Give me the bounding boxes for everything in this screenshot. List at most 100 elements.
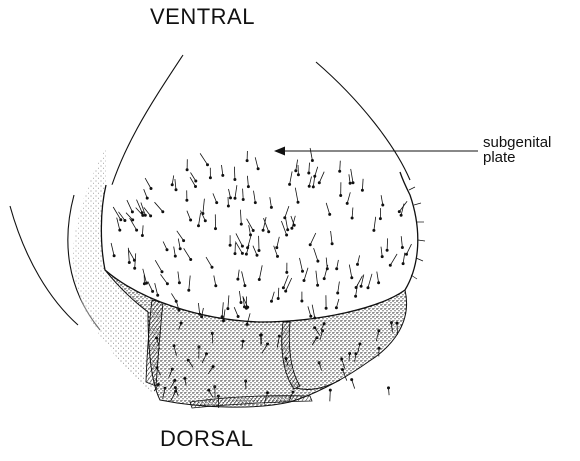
seta-socket: [119, 229, 121, 231]
seta-socket: [187, 359, 189, 361]
seta-socket: [152, 290, 154, 292]
seta-socket: [351, 277, 353, 279]
seta-socket: [247, 247, 249, 249]
seta-socket: [211, 266, 213, 268]
seta-socket: [178, 309, 180, 311]
seta-socket: [179, 248, 181, 250]
outline-far-left-1: [10, 206, 78, 325]
seta-socket: [222, 174, 224, 176]
seta-socket: [278, 335, 280, 337]
seta-socket: [120, 219, 122, 221]
seta-socket: [227, 205, 229, 207]
seta-socket: [136, 229, 138, 231]
seta-socket: [311, 159, 313, 161]
seta-socket: [156, 367, 158, 369]
seta-socket: [401, 246, 403, 248]
seta-socket: [318, 182, 320, 184]
seta-socket: [208, 389, 210, 391]
seta-socket: [241, 245, 243, 247]
seta-socket: [190, 219, 192, 221]
seta-socket: [308, 185, 310, 187]
seta-socket: [301, 270, 303, 272]
seta-socket: [214, 228, 216, 230]
seta-socket: [161, 271, 163, 273]
seta-socket: [134, 267, 136, 269]
seta-socket: [244, 285, 246, 287]
seta-socket: [190, 258, 192, 260]
seta: [397, 323, 398, 335]
seta-socket: [113, 255, 115, 257]
seta-socket: [254, 202, 256, 204]
seta-socket: [317, 284, 319, 286]
seta-socket: [186, 199, 188, 201]
seta-socket: [150, 215, 152, 217]
seta: [309, 163, 310, 173]
seta-socket: [378, 330, 380, 332]
seta-socket: [183, 240, 185, 242]
seta-socket: [166, 283, 168, 285]
seta-socket: [201, 316, 203, 318]
callout-arrow: [274, 147, 478, 156]
seta-socket: [312, 186, 314, 188]
callout-line-2: plate: [483, 150, 578, 165]
seta-socket: [285, 290, 287, 292]
seta-socket: [378, 282, 380, 284]
seta-socket: [318, 362, 320, 364]
seta-socket: [323, 278, 325, 280]
seta-socket: [145, 282, 147, 284]
seta-socket: [349, 352, 351, 354]
seta-socket: [270, 206, 272, 208]
seta-socket: [245, 253, 247, 255]
seta-socket: [175, 189, 177, 191]
seta-socket: [157, 383, 159, 385]
seta-socket: [277, 297, 279, 299]
seta-socket: [246, 323, 248, 325]
seta-socket: [341, 369, 343, 371]
seta-socket: [262, 229, 264, 231]
seta-socket: [316, 337, 318, 339]
seta-socket: [293, 224, 295, 226]
seta-socket: [349, 182, 351, 184]
seta-socket: [128, 261, 130, 263]
seta-socket: [216, 202, 218, 204]
seta-socket: [361, 189, 363, 191]
seta-socket: [204, 220, 206, 222]
seta-socket: [171, 184, 173, 186]
seta-socket: [242, 340, 244, 342]
seta-socket: [247, 306, 249, 308]
seta-socket: [329, 213, 331, 215]
seta-socket: [297, 201, 299, 203]
seta-socket: [292, 391, 294, 393]
seta-socket: [234, 253, 236, 255]
seta-socket: [337, 292, 339, 294]
seta-socket: [285, 358, 287, 360]
seta-socket: [351, 379, 353, 381]
seta-socket: [197, 225, 199, 227]
seta-socket: [234, 197, 236, 199]
seta-socket: [212, 365, 214, 367]
seta-socket: [286, 234, 288, 236]
seta-socket: [174, 379, 176, 381]
seta-socket: [297, 174, 299, 176]
seta-socket: [390, 322, 392, 324]
seta-socket: [268, 231, 270, 233]
seta-socket: [157, 294, 159, 296]
seta-socket: [205, 353, 207, 355]
seta-socket: [144, 214, 146, 216]
seta-socket: [336, 268, 338, 270]
seta-socket: [240, 223, 242, 225]
seta-socket: [314, 175, 316, 177]
seta-socket: [240, 301, 242, 303]
seta-socket: [258, 249, 260, 251]
seta-socket: [188, 289, 190, 291]
seta-socket: [301, 300, 303, 302]
seta-socket: [252, 229, 254, 231]
seta-socket: [340, 194, 342, 196]
seta-socket: [221, 316, 223, 318]
seta-socket: [308, 172, 310, 174]
seta-socket: [355, 353, 357, 355]
seta-socket: [124, 219, 126, 221]
seta-socket: [329, 389, 331, 391]
